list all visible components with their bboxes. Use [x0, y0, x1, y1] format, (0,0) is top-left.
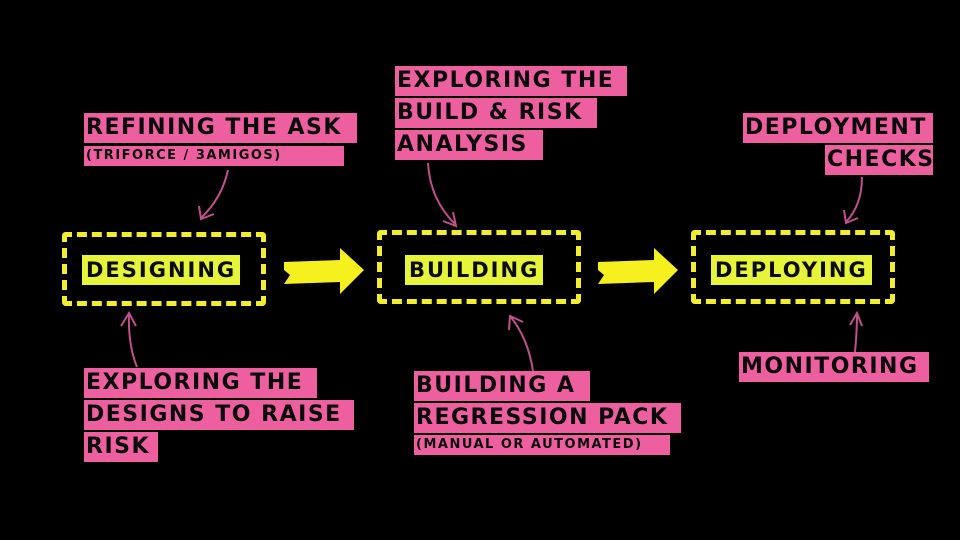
curved-arrow-icon: [127, 313, 138, 368]
right-arrow-icon: [284, 248, 364, 294]
phase-box-designing: [62, 232, 266, 306]
annotation-exploring-designs-line-1: Exploring the: [84, 368, 317, 398]
annotation-exploring-build-line-2: build & risk: [395, 98, 597, 128]
annotation-deployment-checks-line-1: Deployment: [743, 113, 933, 143]
curved-arrow-icon: [845, 176, 863, 223]
curved-arrow-icon: [200, 169, 229, 219]
annotation-exploring-designs-line-3: risk: [84, 432, 158, 462]
annotation-regression-line-1: Building a: [414, 371, 590, 401]
annotation-regression-sub: (manual or automated): [414, 435, 670, 455]
annotation-refining-sub: (Triforce / 3Amigos): [84, 146, 344, 166]
curved-arrow-icon: [854, 313, 858, 353]
curved-arrow-icon: [509, 315, 534, 372]
phase-box-building: [377, 230, 581, 304]
annotation-exploring-build-line-1: Exploring the: [395, 66, 627, 96]
phase-box-deploying: [691, 230, 895, 304]
right-arrow-icon: [598, 248, 678, 294]
arrowhead-icon: [843, 209, 859, 225]
annotation-regression-line-2: regression pack: [414, 403, 681, 433]
arrowhead-icon: [120, 310, 137, 327]
curved-arrow-icon: [427, 162, 457, 226]
arrowhead-icon: [198, 205, 215, 221]
phase-label-building: Building: [405, 255, 544, 285]
phase-label-designing: Designing: [82, 255, 241, 285]
arrowhead-icon: [508, 314, 524, 331]
annotation-exploring-build-line-3: analysis: [395, 130, 543, 160]
arrowhead-icon: [442, 211, 458, 228]
annotation-refining-title: Refining the Ask: [84, 113, 357, 143]
annotation-monitoring: Monitoring: [739, 352, 929, 382]
phase-label-deploying: Deploying: [711, 255, 872, 285]
annotation-deployment-checks-line-2: checks: [825, 145, 933, 175]
annotation-exploring-designs-line-2: designs to raise: [84, 400, 354, 430]
arrowhead-icon: [849, 310, 863, 327]
